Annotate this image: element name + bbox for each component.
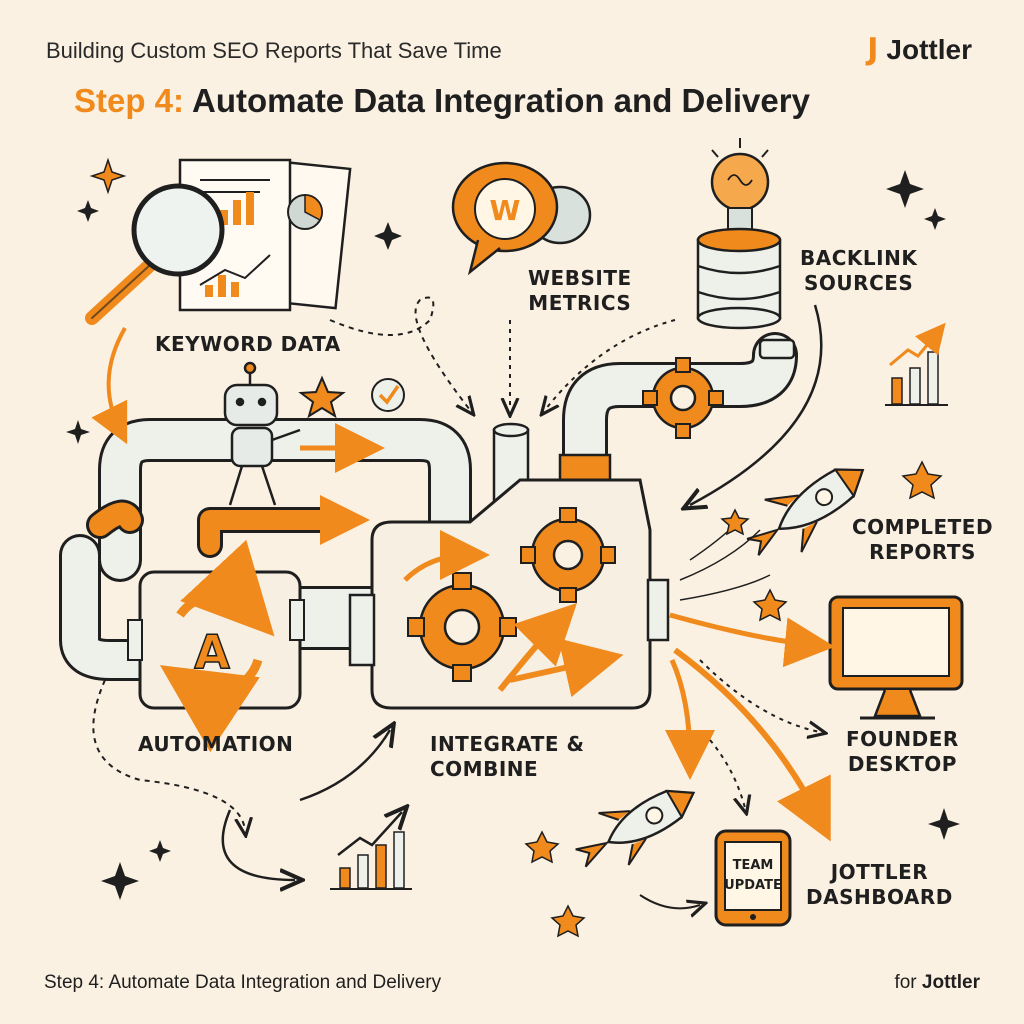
website-metrics-label: WEBSITE METRICS [528, 266, 632, 316]
automation-letter: A [194, 625, 230, 679]
website-metrics-icon: W [451, 161, 592, 276]
tablet-label-line1: TEAM [733, 858, 774, 873]
footer-caption: Step 4: Automate Data Integration and De… [44, 972, 442, 993]
robot-icon [223, 361, 301, 506]
bar-chart-icon [330, 812, 412, 890]
integrate-line2: COMBINE [430, 757, 539, 781]
star-icon [298, 375, 346, 419]
website-metrics-line1: WEBSITE [528, 266, 632, 290]
backlink-line1: BACKLINK [800, 246, 918, 270]
automation-label: AUTOMATION [138, 732, 294, 756]
brand-name: Jottler [886, 33, 972, 65]
website-metrics-line2: METRICS [528, 291, 632, 315]
footer-prefix: for [894, 972, 917, 993]
tablet-label-line2: UPDATE [724, 878, 782, 893]
automation-box: A [127, 539, 305, 753]
dashboard-line1: JOTTLER [830, 860, 929, 884]
monitor-icon [828, 595, 964, 720]
backlink-sources-label: BACKLINK SOURCES [800, 246, 917, 296]
series-title: Building Custom SEO Reports That Save Ti… [46, 38, 502, 63]
gear-icon [642, 357, 724, 439]
completed-line2: REPORTS [869, 540, 976, 564]
founder-line2: DESKTOP [847, 752, 957, 776]
footer-brand-name: Jottler [921, 972, 980, 993]
jottler-dashboard-label: JOTTLER DASHBOARD [806, 860, 953, 910]
integrate-combine-label: INTEGRATE & COMBINE [430, 732, 584, 782]
bar-chart-icon [885, 322, 948, 406]
rocket-icon [575, 789, 696, 868]
footer-brand: for Jottler [894, 972, 980, 994]
flow-arrows [91, 296, 835, 909]
integrate-line1: INTEGRATE & [430, 732, 585, 756]
backlink-sources-icon [696, 138, 782, 330]
completed-reports-label: COMPLETED REPORTS [852, 515, 993, 565]
integrate-combine-machine [348, 478, 670, 710]
dashboard-line2: DASHBOARD [806, 885, 953, 909]
keyword-data-icon [85, 158, 352, 325]
page-title: Step 4: Automate Data Integration and De… [74, 82, 810, 120]
sparkle-decorations [66, 157, 960, 938]
bubble-letter: W [490, 194, 521, 227]
step-title: Automate Data Integration and Delivery [191, 82, 810, 119]
tablet-icon: TEAM UPDATE [714, 829, 792, 927]
brand-logo: J Jottler [867, 32, 972, 67]
step-prefix: Step 4: [74, 82, 185, 119]
completed-line1: COMPLETED [852, 515, 994, 539]
founder-line1: FOUNDER [846, 727, 959, 751]
rocket-icon [746, 468, 865, 556]
backlink-line2: SOURCES [804, 271, 914, 295]
founder-desktop-label: FOUNDER DESKTOP [846, 727, 959, 777]
checkmark-icon [371, 378, 405, 412]
keyword-data-label: KEYWORD DATA [155, 332, 341, 356]
pipe-network [59, 332, 798, 681]
jottler-logo-icon: J [867, 32, 879, 67]
